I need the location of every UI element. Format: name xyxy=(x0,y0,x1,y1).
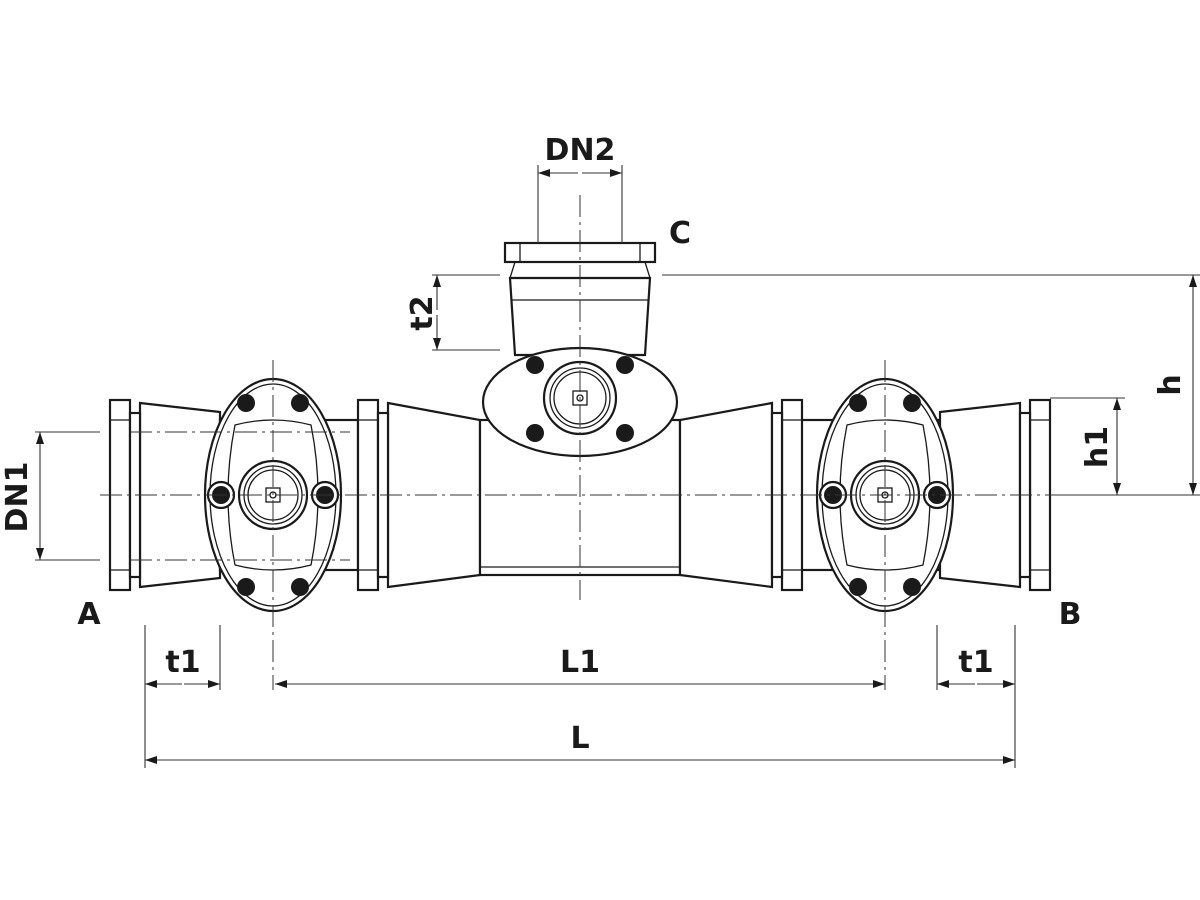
dimension-lines xyxy=(35,165,1200,768)
label-l: L xyxy=(570,721,589,756)
branch-saddle xyxy=(481,346,679,458)
label-a: A xyxy=(77,597,101,632)
label-dn2: DN2 xyxy=(545,133,616,168)
label-dn1: DN1 xyxy=(0,462,35,533)
centerlines xyxy=(100,195,1060,690)
label-t1-left: t1 xyxy=(165,645,200,680)
label-t2: t2 xyxy=(405,295,440,330)
label-b: B xyxy=(1059,597,1082,632)
label-c: C xyxy=(669,216,691,251)
label-t1-right: t1 xyxy=(958,645,993,680)
label-h1: h1 xyxy=(1080,426,1115,468)
label-l1: L1 xyxy=(560,645,600,680)
label-h: h xyxy=(1153,374,1188,395)
